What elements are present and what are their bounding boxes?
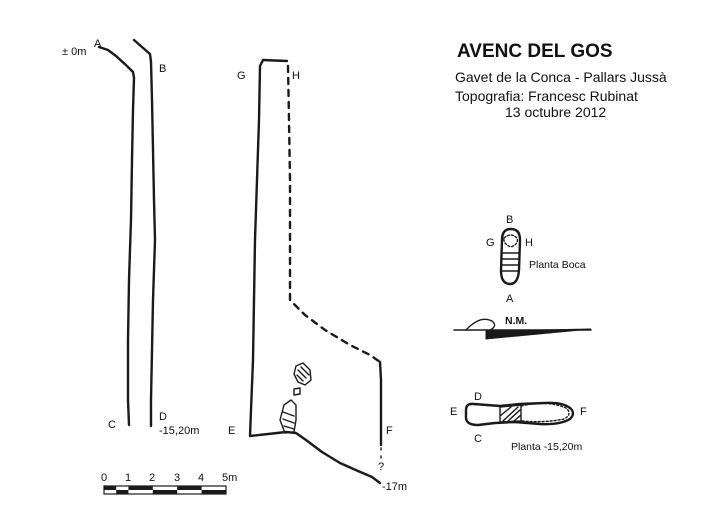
point-f-label: F [386, 425, 393, 437]
section-left-wall-outer [97, 45, 136, 427]
north-arrow-loop [465, 318, 496, 331]
plan-mouth-drop-edge [503, 234, 519, 248]
section-right-wall-left [248, 58, 382, 485]
section-right-wall-right [378, 360, 383, 447]
section-right-wall-dashed [286, 64, 382, 364]
survey-location: Gavet de la Conca - Pallars Jussà [455, 69, 667, 85]
boulder-lower-icon [279, 399, 297, 434]
section-left-wall-inner [132, 38, 157, 428]
plan-bottom-boulders [499, 404, 522, 423]
survey-title: AVENC DEL GOS [457, 41, 613, 62]
point-g-label: G [237, 70, 246, 82]
scale-segment-3 [128, 486, 153, 490]
point-h-label: H [292, 70, 300, 82]
depth-bottom-right-label: -17m [382, 481, 407, 493]
survey-date: 13 octubre 2012 [505, 104, 606, 120]
scale-segment-5 [177, 486, 202, 490]
scale-segment-6 [201, 490, 226, 494]
survey-author: Topografia: Francesc Rubinat [455, 88, 638, 104]
plan-bottom-label: Planta -15,20m [511, 441, 582, 453]
plan-bottom-drop-edge [520, 402, 570, 423]
plan-mouth-point-h: H [525, 237, 533, 249]
north-arrow-icon: N.M. [453, 315, 592, 340]
boulder-upper-icon [293, 362, 312, 386]
plan-bottom-point-d: D [474, 391, 482, 403]
plan-bottom-point-e: E [450, 406, 457, 418]
scale-segment-4 [152, 490, 178, 494]
scale-tick-5: 5m [222, 472, 237, 484]
unknown-continuation-mark: ? [378, 461, 384, 473]
point-e-label: E [228, 425, 235, 437]
plan-mouth-label: Planta Boca [529, 259, 586, 271]
plan-bottom: D E F C Planta -15,20m [450, 391, 587, 453]
plan-bottom-point-c: C [474, 433, 482, 445]
north-arrow-head [485, 328, 592, 340]
plan-mouth-point-b: B [506, 214, 513, 226]
boulder-small-icon [293, 387, 301, 396]
plan-bottom-point-f: F [580, 406, 587, 418]
depth-top-label: ± 0m [62, 46, 86, 58]
section-left: ± 0m A B C D -15,20m [62, 38, 199, 437]
depth-bottom-left-label: -15,20m [159, 425, 199, 437]
section-right: G H E F ? -17m [228, 58, 407, 493]
plan-mouth-point-a: A [506, 293, 514, 305]
point-d-label: D [159, 411, 167, 423]
plan-mouth-point-g: G [486, 237, 495, 249]
point-b-label: B [159, 63, 166, 75]
point-a-label: A [94, 38, 102, 50]
scale-segment-1 [104, 486, 117, 490]
plan-bottom-outline [464, 401, 575, 427]
scale-tick-3: 3 [174, 472, 180, 484]
scale-segment-2 [116, 490, 129, 494]
scale-bar: 0 1 2 3 4 5m [101, 472, 237, 495]
point-c-label: C [108, 419, 116, 431]
north-arrow-label: N.M. [505, 315, 527, 327]
plan-mouth: B G H A Planta Boca [486, 214, 586, 305]
scale-tick-2: 2 [149, 472, 155, 484]
scale-tick-1: 1 [125, 472, 131, 484]
scale-tick-0: 0 [101, 472, 107, 484]
scale-tick-4: 4 [198, 472, 204, 484]
plan-mouth-outline [499, 227, 522, 286]
